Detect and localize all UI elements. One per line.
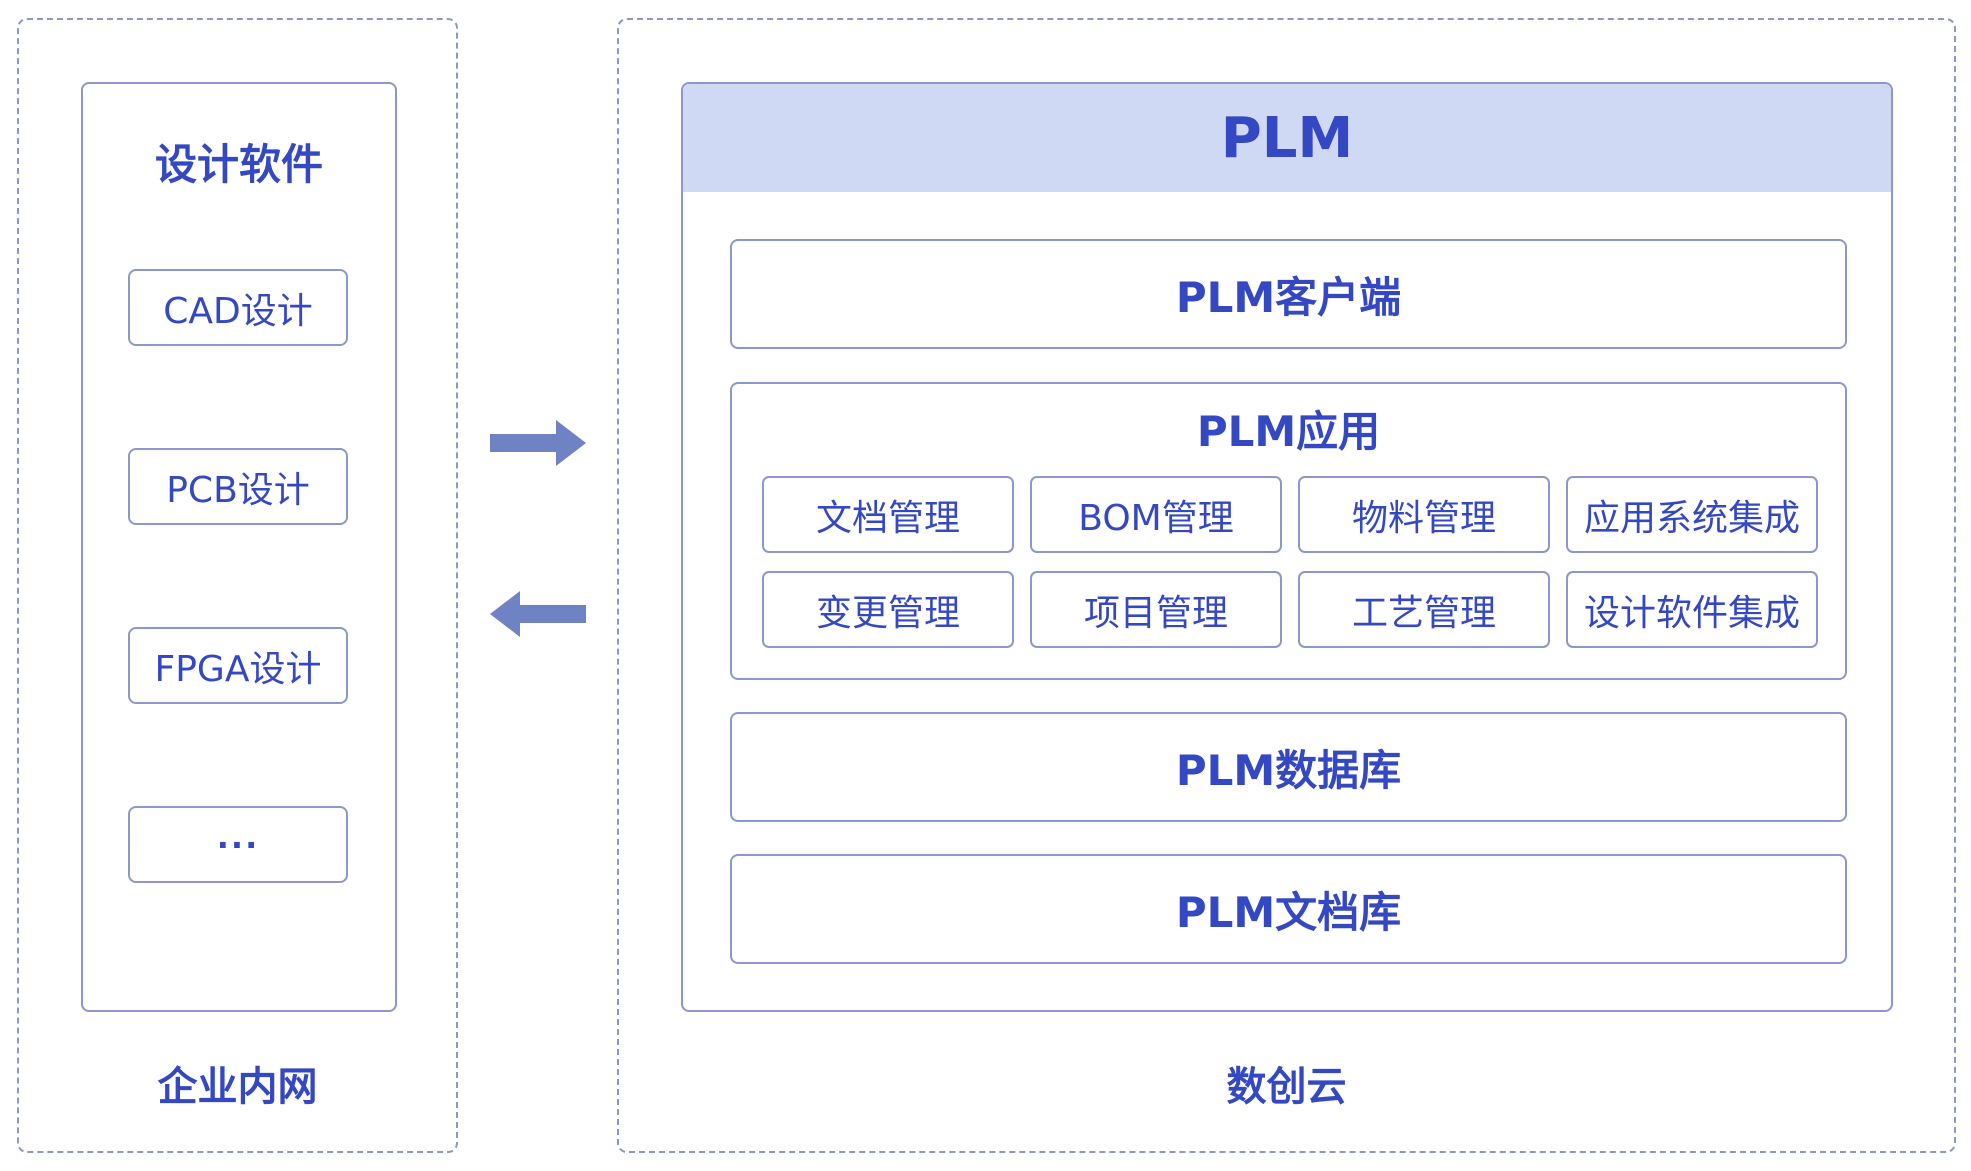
module-app-system-integration: 应用系统集成 [1566,476,1818,553]
module-material-management: 物料管理 [1298,476,1550,553]
arrow-left-icon [490,591,586,637]
plm-panel: PLM PLM客户端 PLM应用 文档管理 BOM管理 物料管理 应用系统集成 … [681,82,1893,1012]
enterprise-intranet-zone: 设计软件 CAD设计 PCB设计 FPGA设计 ··· 企业内网 [17,18,458,1153]
module-document-management: 文档管理 [762,476,1014,553]
module-project-management: 项目管理 [1030,571,1282,648]
design-software-panel: 设计软件 CAD设计 PCB设计 FPGA设计 ··· [81,82,397,1012]
enterprise-intranet-caption: 企业内网 [157,1064,318,1110]
plm-database-box: PLM数据库 [730,712,1847,822]
cloud-caption: 数创云 [1226,1064,1347,1110]
cad-design-item: CAD设计 [128,269,348,346]
cloud-zone: PLM PLM客户端 PLM应用 文档管理 BOM管理 物料管理 应用系统集成 … [617,18,1956,1153]
module-bom-management: BOM管理 [1030,476,1282,553]
module-change-management: 变更管理 [762,571,1014,648]
design-software-title: 设计软件 [154,139,323,189]
plm-app-box: PLM应用 文档管理 BOM管理 物料管理 应用系统集成 变更管理 项目管理 工… [730,382,1847,680]
module-design-software-integration: 设计软件集成 [1566,571,1818,648]
pcb-design-item: PCB设计 [128,448,348,525]
fpga-design-item: FPGA设计 [128,627,348,704]
plm-app-title: PLM应用 [1196,406,1381,456]
plm-document-store-box: PLM文档库 [730,854,1847,964]
module-process-management: 工艺管理 [1298,571,1550,648]
plm-client-box: PLM客户端 [730,239,1847,349]
more-items-ellipsis: ··· [128,806,348,883]
arrow-right-icon [490,420,586,466]
plm-title: PLM [683,84,1891,192]
